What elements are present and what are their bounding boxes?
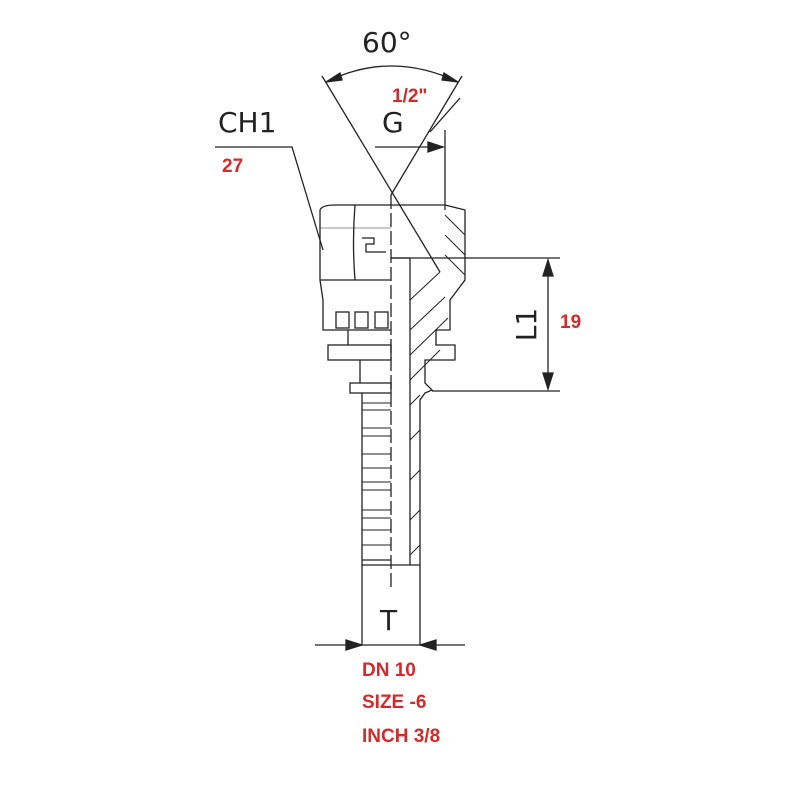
nut-groove	[374, 311, 389, 329]
g-slant	[429, 97, 461, 133]
cone-line-right	[390, 75, 463, 196]
nut-notch	[362, 237, 386, 253]
arrow	[441, 71, 459, 83]
length-label: L1	[510, 307, 544, 342]
spec-inch: INCH 3/8	[362, 726, 441, 747]
arrow	[542, 372, 554, 392]
thread-label: G	[382, 106, 404, 139]
collar	[349, 382, 392, 394]
cone-line-left	[321, 75, 441, 273]
hex-value: 27	[222, 156, 244, 177]
thread-value: 1/2"	[392, 86, 428, 107]
flange	[327, 344, 392, 361]
arrow	[417, 639, 437, 651]
nut	[319, 204, 391, 331]
spec-dn: DN 10	[362, 660, 416, 681]
arrow	[325, 71, 343, 83]
ch1-leader	[215, 146, 324, 251]
tail	[361, 393, 391, 645]
angle-label: 60°	[362, 26, 412, 59]
hose-label: T	[380, 604, 398, 637]
arrow	[345, 639, 365, 651]
nut-groove	[354, 311, 369, 329]
tail-ribs	[362, 402, 391, 546]
arrow	[542, 257, 554, 277]
angle-arc	[325, 65, 459, 83]
spec-size: SIZE -6	[362, 692, 427, 713]
nut-groove	[335, 311, 350, 329]
hatching	[409, 214, 466, 556]
arrow	[427, 141, 446, 153]
hex-label: CH1	[218, 106, 277, 139]
length-value: 19	[560, 312, 582, 333]
